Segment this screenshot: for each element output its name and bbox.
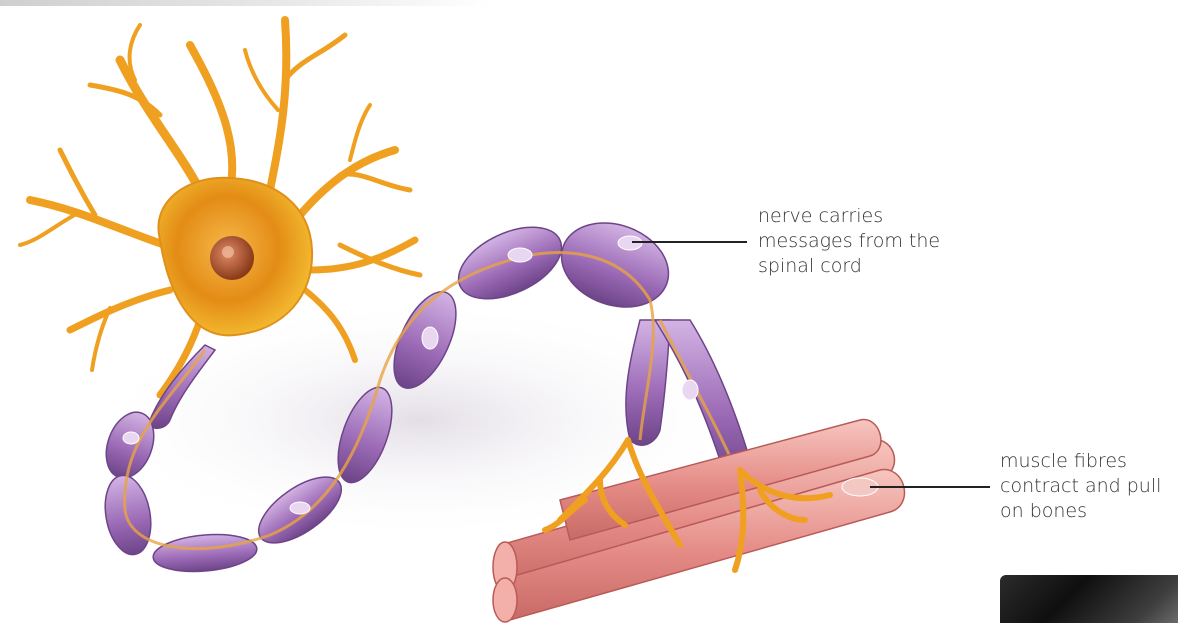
nerve-label-line-3: spinal cord: [758, 254, 940, 279]
nerve-leader-line: [632, 241, 747, 243]
muscle-leader-line: [870, 486, 990, 488]
adjacent-photo-corner: [1000, 575, 1178, 623]
nerve-label: nerve carries messages from the spinal c…: [758, 204, 940, 279]
muscle-label: muscle fibres contract and pull on bones: [1000, 449, 1161, 524]
muscle-label-line-2: contract and pull: [1000, 474, 1161, 499]
muscle-label-line-3: on bones: [1000, 499, 1161, 524]
nerve-label-line-2: messages from the: [758, 229, 940, 254]
nerve-label-line-1: nerve carries: [758, 204, 940, 229]
muscle-label-line-1: muscle fibres: [1000, 449, 1161, 474]
nucleolus: [222, 246, 234, 258]
cell-nucleus: [210, 236, 254, 280]
